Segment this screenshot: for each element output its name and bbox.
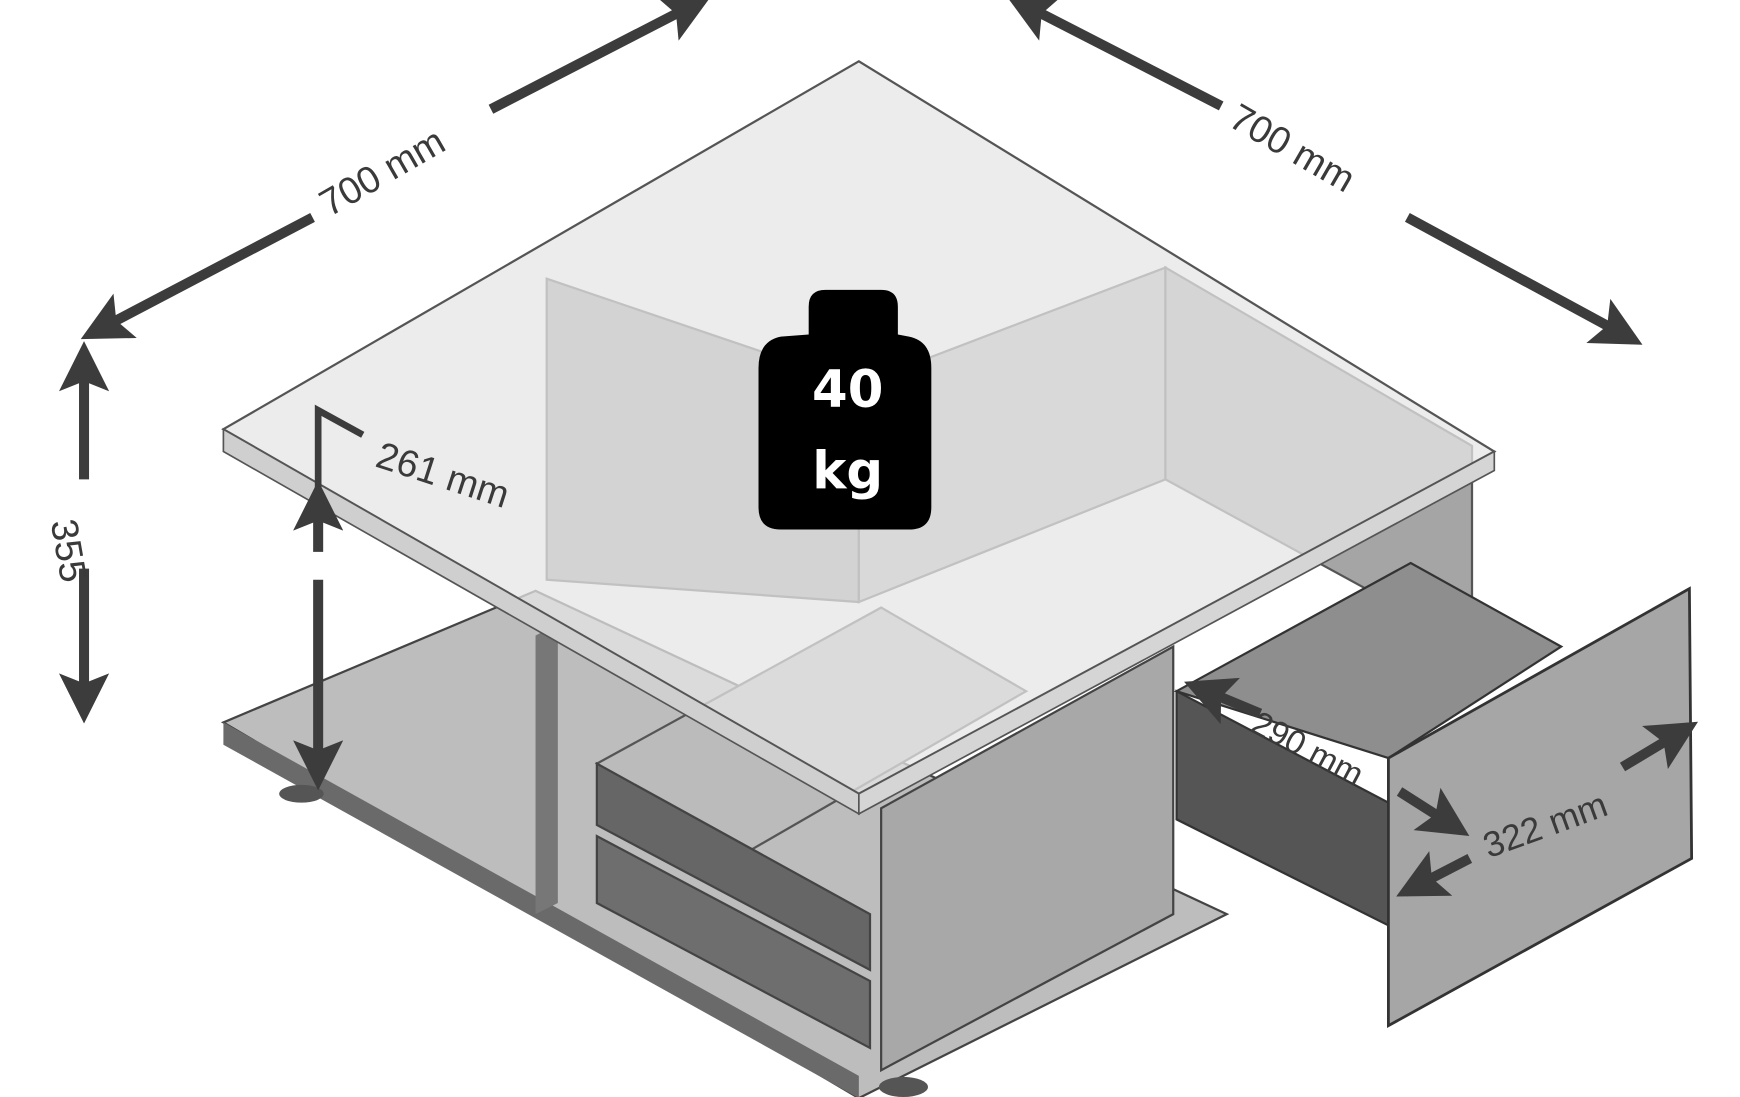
width-right-label: 700 mm <box>1222 96 1362 201</box>
height-label: 355 <box>42 516 94 586</box>
load-value: 40 <box>812 360 883 420</box>
dimension-arrows <box>58 0 1699 897</box>
cabinet-side-panel <box>880 644 1175 1073</box>
width-left-label: 700 mm <box>313 120 453 225</box>
open-drawer[interactable] <box>1173 561 1694 1029</box>
weight-icon[interactable]: 40 kg <box>758 289 932 530</box>
load-unit: kg <box>812 441 883 501</box>
